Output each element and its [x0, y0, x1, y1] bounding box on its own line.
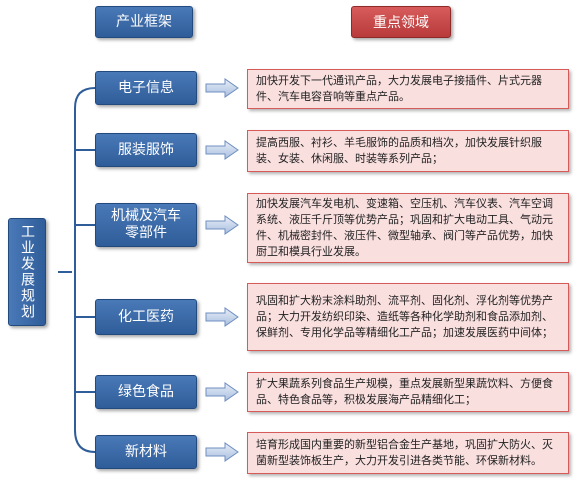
desc-text: 加快发展汽车发电机、变速箱、空压机、汽车仪表、汽车空调系统、液压千斤顶等优势产品…: [256, 197, 553, 258]
desc-new-materials: 培育形成国内重要的新型铝合金生产基地，巩固扩大防火、灭菌新型装饰板生产，大力开发…: [247, 432, 569, 474]
sector-label: 绿色食品: [118, 383, 174, 400]
sector-electronics: 电子信息: [95, 71, 197, 105]
sector-label: 新材料: [125, 443, 167, 460]
header-key-areas-label: 重点领域: [373, 15, 429, 31]
desc-electronics: 加快开发下一代通讯产品，大力发展电子接插件、片式元器件、汽车电容音响等重点产品。: [247, 69, 569, 109]
arrow-right-icon: [205, 140, 239, 160]
root-industrial-development-plan: 工业发展规划: [8, 218, 46, 326]
sector-new-materials: 新材料: [95, 435, 197, 469]
desc-machinery-auto-parts: 加快发展汽车发电机、变速箱、空压机、汽车仪表、汽车空调系统、液压千斤顶等优势产品…: [247, 193, 569, 263]
sector-green-food: 绿色食品: [95, 375, 197, 409]
arrow-right-icon: [205, 307, 239, 327]
desc-text: 巩固和扩大粉末涂料助剂、流平剂、固化剂、浮化剂等优势产品；大力开发纺织印染、造纸…: [256, 294, 553, 339]
sector-machinery-auto-parts: 机械及汽车 零部件: [95, 203, 197, 247]
desc-text: 培育形成国内重要的新型铝合金生产基地，巩固扩大防火、灭菌新型装饰板生产，大力开发…: [256, 438, 553, 467]
arrow-right-icon: [205, 382, 239, 402]
arrow-right-icon: [205, 442, 239, 462]
desc-text: 扩大果蔬系列食品生产规模，重点发展新型果蔬饮料、方便食品、特色食品等，积极发展海…: [256, 377, 553, 406]
sector-label: 电子信息: [118, 79, 174, 96]
sector-label: 机械及汽车 零部件: [111, 208, 181, 241]
desc-text: 加快开发下一代通讯产品，大力发展电子接插件、片式元器件、汽车电容音响等重点产品。: [256, 74, 542, 103]
desc-chemical-pharma: 巩固和扩大粉末涂料助剂、流平剂、固化剂、浮化剂等优势产品；大力开发纺织印染、造纸…: [247, 283, 569, 351]
sector-chemical-pharma: 化工医药: [95, 299, 197, 335]
header-industry-framework: 产业框架: [95, 6, 193, 38]
arrow-right-icon: [205, 215, 239, 235]
header-industry-framework-label: 产业框架: [116, 13, 172, 30]
header-key-areas: 重点领域: [351, 6, 451, 38]
desc-green-food: 扩大果蔬系列食品生产规模，重点发展新型果蔬饮料、方便食品、特色食品等，积极发展海…: [247, 372, 569, 412]
sector-label: 服装服饰: [118, 141, 174, 158]
arrow-right-icon: [205, 78, 239, 98]
sector-label: 化工医药: [118, 308, 174, 325]
desc-text: 提高西服、衬衫、羊毛服饰的品质和档次，加快发展针织服装、女装、休闲服、时装等系列…: [256, 136, 542, 165]
root-label: 工业发展规划: [19, 224, 35, 320]
desc-apparel: 提高西服、衬衫、羊毛服饰的品质和档次，加快发展针织服装、女装、休闲服、时装等系列…: [247, 130, 569, 172]
sector-apparel: 服装服饰: [95, 133, 197, 167]
